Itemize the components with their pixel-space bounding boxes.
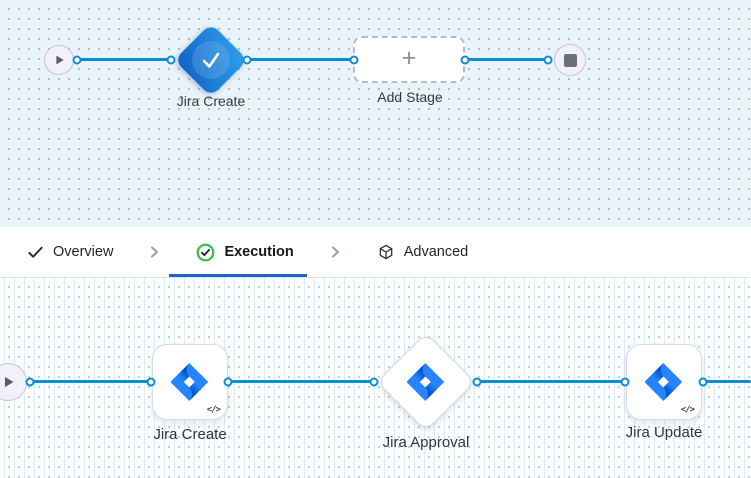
connector-dot xyxy=(698,377,708,387)
connector-dot xyxy=(72,55,82,65)
step-node-jira-approval[interactable] xyxy=(376,332,476,432)
execution-start-node[interactable] xyxy=(0,363,27,401)
check-halo xyxy=(192,41,230,79)
step-label: Jira Approval xyxy=(382,434,470,451)
tab-overview[interactable]: Overview xyxy=(27,227,113,277)
connector-dot xyxy=(223,377,233,387)
check-icon xyxy=(28,246,43,258)
step-label: Jira Create xyxy=(153,426,227,443)
stage-config-tabbar: Overview Execution Advanced xyxy=(0,227,751,278)
stop-icon xyxy=(563,53,577,67)
step-label: Jira Update xyxy=(625,424,703,441)
cube-icon xyxy=(379,244,393,260)
jira-icon xyxy=(171,363,208,401)
tab-advanced-label: Advanced xyxy=(403,244,469,260)
connector-dot xyxy=(620,377,630,387)
connector-dot xyxy=(472,377,482,387)
tab-overview-label: Overview xyxy=(53,244,114,260)
edge-addstage-to-end xyxy=(465,58,549,61)
add-stage-label: Add Stage xyxy=(377,89,443,105)
code-icon: </> xyxy=(680,405,695,415)
tab-advanced[interactable]: Advanced xyxy=(377,227,469,277)
execution-steps-canvas[interactable]: </> Jira Create Jira Approval </> Jira U… xyxy=(0,278,751,478)
connector-dot xyxy=(25,377,35,387)
add-stage-button[interactable]: + xyxy=(353,36,465,83)
pipeline-stage-canvas[interactable]: Jira Create + Add Stage xyxy=(0,0,751,228)
connector-dot xyxy=(349,55,359,65)
jira-icon xyxy=(407,363,444,401)
step-node-jira-update[interactable]: </> xyxy=(626,344,702,420)
stage-label: Jira Create xyxy=(176,93,246,109)
play-icon xyxy=(56,55,64,65)
tab-execution-label: Execution xyxy=(224,244,294,260)
pipeline-start-node[interactable] xyxy=(44,45,74,75)
edge-start-to-stage xyxy=(77,58,172,61)
edge xyxy=(477,380,625,383)
connector-dot xyxy=(369,377,379,387)
edge xyxy=(30,380,152,383)
edge xyxy=(228,380,373,383)
step-node-jira-create[interactable]: </> xyxy=(152,344,228,420)
pipeline-end-node[interactable] xyxy=(554,44,586,76)
check-icon xyxy=(202,52,220,68)
chevron-right-icon xyxy=(148,245,161,259)
play-icon xyxy=(4,376,14,388)
connector-dot xyxy=(166,55,176,65)
code-icon: </> xyxy=(206,405,221,415)
edge xyxy=(702,380,751,383)
connector-dot xyxy=(146,377,156,387)
edge-stage-to-addstage xyxy=(247,58,354,61)
stage-node-jira-create[interactable] xyxy=(174,23,248,97)
connector-dot xyxy=(543,55,553,65)
jira-icon xyxy=(645,363,682,401)
chevron-right-icon xyxy=(329,245,342,259)
success-circle-icon xyxy=(197,243,215,261)
connector-dot xyxy=(460,55,470,65)
connector-dot xyxy=(242,55,252,65)
tab-execution[interactable]: Execution xyxy=(169,227,308,277)
plus-icon: + xyxy=(401,43,417,72)
